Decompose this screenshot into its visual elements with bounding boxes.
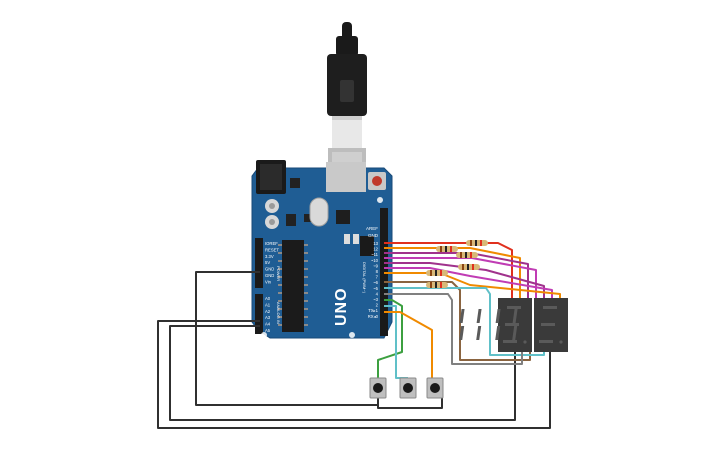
wire-seg-5[interactable] bbox=[384, 287, 545, 356]
crystal bbox=[309, 197, 329, 227]
analog-pin-label-3: A3 bbox=[265, 315, 271, 320]
digital-pin-label-1: 12 bbox=[373, 247, 378, 252]
power-pin-label-3: 5V bbox=[265, 260, 270, 265]
wire-gnd-2[interactable] bbox=[377, 398, 443, 409]
digital-pin-label-4: ~9 bbox=[373, 263, 378, 268]
resistor-2[interactable] bbox=[436, 246, 458, 252]
wire-button-3[interactable] bbox=[384, 311, 433, 378]
push-button-2[interactable] bbox=[399, 377, 417, 399]
wire-seg-12[interactable] bbox=[384, 247, 521, 298]
digital-pin-label-6: 7 bbox=[376, 275, 379, 280]
seven-segment-display-right[interactable] bbox=[495, 298, 568, 352]
digital-pin-label-3: ~10 bbox=[371, 258, 379, 263]
push-button-3[interactable] bbox=[426, 377, 444, 399]
analog-title: ANALOG IN bbox=[276, 302, 281, 324]
analog-pin-label-2: A2 bbox=[265, 309, 271, 314]
usb-port bbox=[326, 162, 366, 192]
resistor-5[interactable] bbox=[426, 270, 448, 276]
digital-pin-label-10: ~3 bbox=[373, 297, 378, 302]
power-pin-label-0: IOREF bbox=[265, 241, 278, 246]
model-label: UNO bbox=[333, 287, 350, 326]
digital-title: DIGITAL (PWM~) bbox=[362, 262, 367, 294]
gnd-label: GND bbox=[368, 233, 379, 238]
power-pin-label-4: GND bbox=[265, 267, 274, 272]
wire-seg-7[interactable] bbox=[384, 272, 561, 298]
analog-pin-label-0: A0 bbox=[265, 296, 271, 301]
power-pin-label-1: RESET bbox=[265, 247, 279, 252]
digital-pin-label-11: 2 bbox=[376, 303, 379, 308]
wire-seg-13[interactable] bbox=[384, 242, 513, 298]
analog-header bbox=[255, 294, 263, 334]
power-pin-label-5: GND bbox=[265, 273, 274, 278]
digital-pin-label-7: ~6 bbox=[373, 280, 378, 285]
wire-seg-4[interactable] bbox=[384, 293, 523, 365]
power-pin-label-2: 3.3V bbox=[265, 254, 274, 259]
resistors bbox=[426, 240, 488, 288]
wires bbox=[157, 242, 561, 429]
brand-label: ARDUINO bbox=[338, 340, 344, 368]
digital-pin-label-9: 4 bbox=[376, 291, 379, 296]
atmega-chip bbox=[282, 240, 304, 332]
analog-pin-label-4: A4 bbox=[265, 322, 271, 327]
seven-segment-display-left[interactable] bbox=[459, 298, 532, 352]
aref-label: AREF bbox=[366, 226, 378, 231]
push-button-1[interactable] bbox=[369, 377, 387, 399]
power-pin-label-6: Vin bbox=[265, 279, 272, 284]
resistor-6[interactable] bbox=[426, 282, 448, 288]
digital-pin-label-0: 13 bbox=[373, 241, 378, 246]
digital-pin-label-13: RX◂0 bbox=[368, 314, 379, 319]
analog-pin-label-5: A5 bbox=[265, 328, 271, 333]
wire-a2[interactable] bbox=[169, 325, 516, 421]
resistor-1[interactable] bbox=[466, 240, 488, 246]
digital-pin-label-12: TX▸1 bbox=[368, 308, 378, 313]
resistor-3[interactable] bbox=[456, 252, 478, 258]
wire-a1[interactable] bbox=[157, 320, 551, 429]
digital-pin-label-2: ~11 bbox=[371, 252, 378, 257]
wire-seg-9[interactable] bbox=[384, 262, 545, 298]
power-title: POWER bbox=[276, 266, 281, 281]
digital-pin-label-5: 8 bbox=[376, 269, 379, 274]
resistor-4[interactable] bbox=[458, 264, 480, 270]
digital-pin-label-8: ~5 bbox=[373, 286, 378, 291]
icsp-header bbox=[360, 236, 374, 256]
power-header bbox=[255, 238, 263, 288]
wire-button-1[interactable] bbox=[377, 299, 403, 378]
analog-pin-label-1: A1 bbox=[265, 302, 271, 307]
